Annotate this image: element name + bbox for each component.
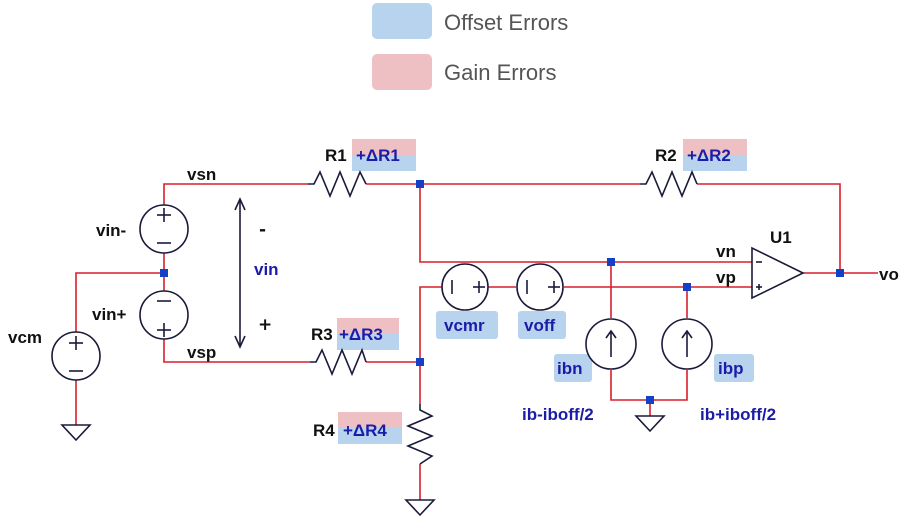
label-vin-plus: vin+ [92,305,127,324]
label-vcmr: vcmr [444,316,485,335]
label-vsn: vsn [187,165,216,184]
legend: Offset Errors Gain Errors [372,3,568,90]
voltage-source-vcmr [441,263,489,311]
label-vo: vo [879,265,899,284]
voltage-source-vcm [51,331,101,381]
current-source-ibn [585,318,637,370]
voltage-source-vin-minus [139,204,189,254]
offset-legend-swatch [372,3,432,39]
label-ibp: ibp [718,359,744,378]
ground-vcm [60,424,92,442]
gain-legend-label: Gain Errors [444,60,556,85]
label-ibp-value: ib+iboff/2 [700,405,776,424]
label-r3-error: +ΔR3 [339,325,383,344]
vin-arrow [234,197,246,349]
label-vcm: vcm [8,328,42,347]
resistor-r4 [405,404,435,465]
label-voff: voff [524,316,556,335]
resistor-r1 [308,169,367,199]
label-r1: R1 [325,146,347,165]
error-highlights [337,139,754,444]
label-u1: U1 [770,228,792,247]
nodes [160,180,844,404]
label-r2-error: +ΔR2 [687,146,731,165]
label-r1-error: +ΔR1 [356,146,400,165]
resistor-r2 [640,169,698,199]
label-ibn: ibn [557,359,583,378]
label-vp: vp [716,268,736,287]
label-ibn-value: ib-iboff/2 [522,405,594,424]
label-vin: vin [254,260,279,279]
gain-legend-swatch [372,54,432,90]
label-r2: R2 [655,146,677,165]
offset-legend-label: Offset Errors [444,10,568,35]
label-r4-error: +ΔR4 [343,421,387,440]
label-minus-sign: - [259,220,266,240]
resistor-r3 [310,347,367,377]
voltage-source-vin-plus [139,290,189,340]
label-r4: R4 [313,421,335,440]
current-source-ibp [661,318,713,370]
ground-ib [634,415,666,433]
label-r3: R3 [311,325,333,344]
label-vsp: vsp [187,343,216,362]
label-vin-minus: vin- [96,221,126,240]
opamp-u1 [751,246,805,300]
voltage-source-voff [516,263,564,311]
label-plus-sign: + [258,315,272,335]
label-vn: vn [716,242,736,261]
ground-r4 [404,499,436,517]
wires [75,183,878,500]
